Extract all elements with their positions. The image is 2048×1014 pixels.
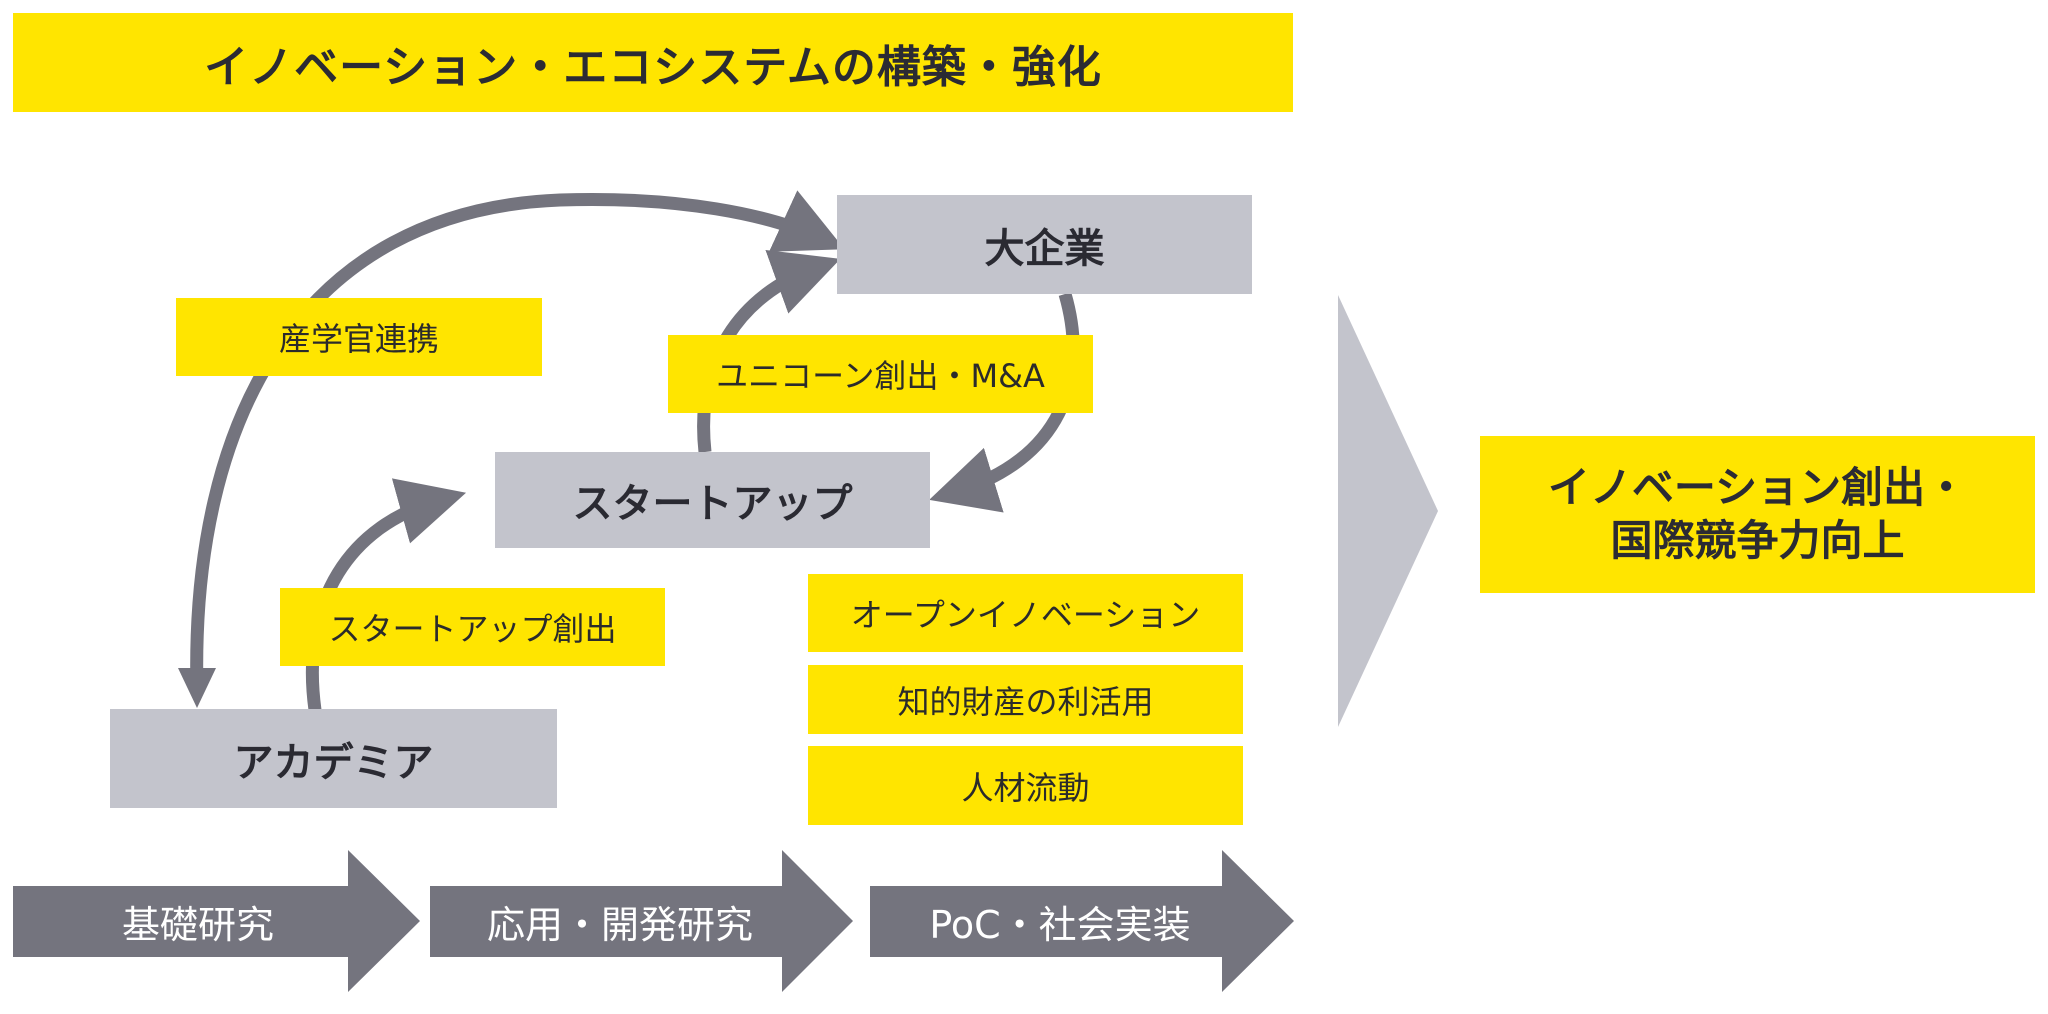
label-industry-academia-gov: 産学官連携 [176,298,542,376]
stage-arrow-poc [870,850,1294,992]
arrow-large-company-to-startup [929,292,1080,513]
stage-label-applied-research: 応用・開発研究 [486,903,753,947]
node-academia-label: アカデミア [233,739,434,786]
measure-talent-mobility: 人材流動 [808,746,1243,825]
stage-arrow-applied-research [430,850,853,992]
arrowhead-down-to-academia [178,668,216,708]
node-large-company-label: 大企業 [984,225,1105,272]
measure-ip-utilization: 知的財産の利活用 [808,665,1243,734]
result-box: イノベーション創出・ 国際競争力向上 [1480,436,2035,593]
label-startup-creation: スタートアップ創出 [280,588,665,666]
page-title-text: イノベーション・エコシステムの構築・強化 [204,41,1102,93]
label-unicorn-ma: ユニコーン創出・M&A [668,335,1093,413]
stage-arrow-basic-research [13,850,420,992]
node-large-company: 大企業 [837,195,1252,294]
result-line-2: 国際競争力向上 [1610,515,1905,565]
node-academia: アカデミア [110,709,557,808]
stage-label-basic-research: 基礎研究 [121,903,274,947]
arrow-academia-to-startup [305,478,467,711]
measure-open-innovation: オープンイノベーション [808,574,1243,652]
page-title: イノベーション・エコシステムの構築・強化 [13,13,1293,112]
result-line-1: イノベーション創出・ [1547,463,1968,512]
node-startup-label: スタートアップ [572,481,853,527]
node-startup: スタートアップ [495,452,930,548]
arrow-academia-to-large-company [190,190,845,691]
stage-label-poc: PoC・社会実装 [929,903,1191,947]
result-chevron-icon [1338,295,1438,727]
